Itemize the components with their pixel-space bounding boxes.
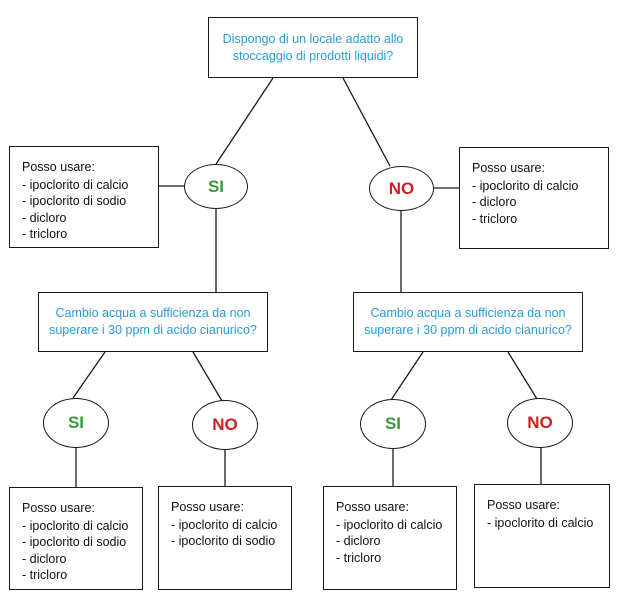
list-item: - ipoclorito di sodio bbox=[22, 535, 127, 549]
answer-yes-oval: SI bbox=[184, 164, 248, 209]
left-no-list-box: Posso usare: - ipoclorito di calcio - ip… bbox=[158, 486, 292, 590]
connector-line bbox=[215, 77, 274, 165]
connector-line bbox=[192, 351, 223, 402]
left-list-box: Posso usare: - ipoclorito di calcio - ip… bbox=[9, 146, 159, 248]
list-item: - tricloro bbox=[336, 550, 382, 565]
list-heading: Posso usare: bbox=[22, 501, 95, 515]
list-item: - dicloro bbox=[336, 534, 381, 548]
connector-line bbox=[342, 77, 391, 167]
list-item: - ipoclorito di calcio bbox=[487, 515, 594, 530]
top-question-text: Dispongo di un locale adatto allo stocca… bbox=[222, 31, 404, 63]
left-yes-oval: SI bbox=[43, 398, 109, 448]
list-item: - tricloro bbox=[472, 211, 518, 226]
connector-line bbox=[390, 351, 424, 401]
right-list-box: Posso usare: - ipoclorito di calcio - di… bbox=[459, 147, 609, 249]
list-item: - tricloro bbox=[22, 227, 68, 241]
top-question-box: Dispongo di un locale adatto allo stocca… bbox=[208, 17, 418, 78]
connector-line bbox=[72, 351, 106, 399]
list-heading: Posso usare: bbox=[472, 161, 545, 175]
right-yes-oval: SI bbox=[360, 399, 426, 449]
list-heading: Posso usare: bbox=[171, 500, 244, 514]
list-item: - dicloro bbox=[22, 551, 67, 566]
list-heading: Posso usare: bbox=[336, 500, 409, 514]
list-item: - dicloro bbox=[22, 210, 67, 225]
left-question-text: Cambio acqua a sufficienza da non supera… bbox=[49, 306, 257, 337]
list-item: - dicloro bbox=[472, 195, 517, 209]
right-question-box: Cambio acqua a sufficienza da non supera… bbox=[353, 292, 583, 352]
list-item: - ipoclorito di calcio bbox=[22, 518, 129, 533]
right-yes-list-box: Posso usare: - ipoclorito di calcio - di… bbox=[323, 486, 457, 590]
left-question-box: Cambio acqua a sufficienza da non supera… bbox=[38, 292, 268, 352]
list-heading: Posso usare: bbox=[22, 160, 95, 174]
list-item: - ipoclorito di calcio bbox=[336, 517, 443, 532]
right-question-text: Cambio acqua a sufficienza da non supera… bbox=[364, 306, 572, 337]
right-no-oval: NO bbox=[507, 398, 573, 448]
list-item: - tricloro bbox=[22, 568, 68, 582]
connector-line bbox=[507, 351, 538, 400]
list-item: - ipoclorito di sodio bbox=[171, 534, 276, 548]
list-item: - ipoclorito di calcio bbox=[472, 178, 579, 193]
answer-no-oval: NO bbox=[369, 166, 434, 211]
left-yes-list-box: Posso usare: - ipoclorito di calcio - ip… bbox=[9, 487, 143, 590]
list-item: - ipoclorito di calcio bbox=[22, 177, 129, 192]
list-item: - ipoclorito di calcio bbox=[171, 517, 278, 532]
left-no-oval: NO bbox=[192, 400, 258, 450]
list-item: - ipoclorito di sodio bbox=[22, 194, 127, 208]
list-heading: Posso usare: bbox=[487, 498, 560, 512]
right-no-list-box: Posso usare: - ipoclorito di calcio bbox=[474, 484, 610, 588]
